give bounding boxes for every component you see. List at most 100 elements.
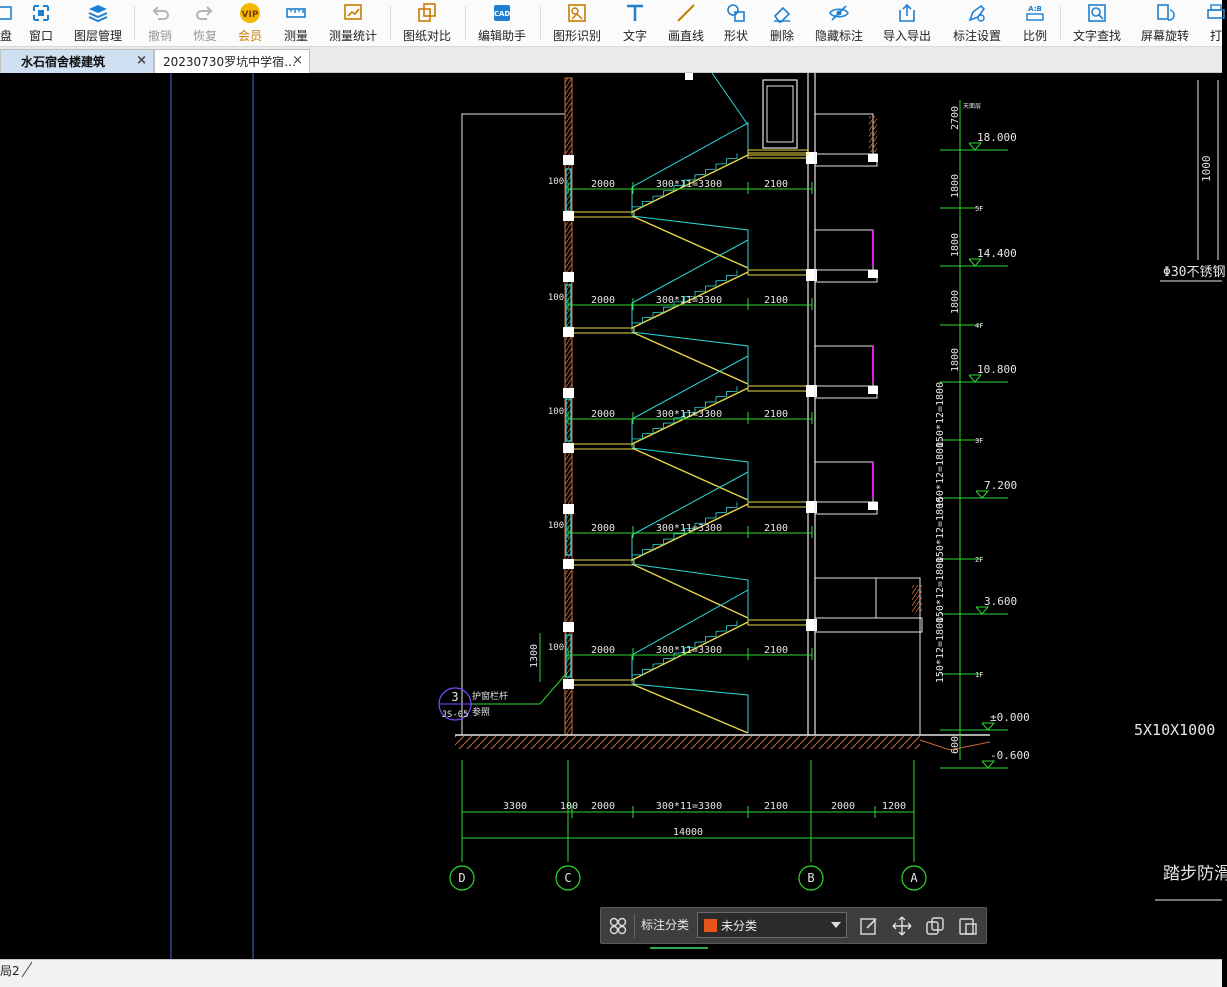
leader-line bbox=[711, 72, 749, 126]
eraser-icon bbox=[771, 2, 793, 24]
close-icon[interactable]: × bbox=[292, 53, 303, 68]
toolbar-shape-button[interactable]: 形状 bbox=[721, 0, 751, 47]
toolbar-label: 导入导出 bbox=[882, 29, 931, 43]
annotation-category-select[interactable]: 未分类 bbox=[697, 912, 847, 938]
wall-slab bbox=[563, 388, 574, 398]
dim-text: 3300 bbox=[503, 801, 527, 812]
import-export-icon bbox=[896, 2, 918, 24]
move-icon[interactable] bbox=[891, 915, 913, 937]
measure-stats-icon bbox=[342, 2, 364, 24]
level-triangle bbox=[975, 606, 990, 615]
dim-text: 300*11=3300 bbox=[656, 523, 722, 534]
axis-label: D bbox=[458, 871, 465, 885]
floor-mark: 3F bbox=[975, 437, 983, 445]
paste-icon[interactable] bbox=[957, 915, 979, 937]
toolbar-label: 文字查找 bbox=[1072, 29, 1121, 43]
stair-steps bbox=[631, 620, 738, 680]
copy-icon[interactable] bbox=[924, 915, 946, 937]
vertical-dim: 150*12=1800 bbox=[935, 617, 946, 683]
stair-steps bbox=[631, 502, 738, 560]
undo-icon bbox=[149, 2, 171, 24]
toolbar-rotate-screen-button[interactable]: 屏幕旋转 bbox=[1138, 0, 1192, 47]
dim-text: 2000 bbox=[591, 523, 615, 534]
level-triangle bbox=[975, 490, 990, 499]
callout-text: 护窗栏杆 bbox=[472, 690, 508, 702]
close-icon[interactable]: × bbox=[136, 53, 147, 68]
roof-note: 天面层 bbox=[963, 103, 981, 110]
dim-text: 100 bbox=[548, 293, 564, 303]
stair-flight bbox=[631, 563, 749, 619]
toolbar-separator bbox=[540, 6, 541, 40]
toolbar-label: 打 bbox=[1209, 29, 1222, 43]
axis-bubble bbox=[798, 865, 824, 891]
toolbar-label: 比例 bbox=[1022, 29, 1047, 43]
separator bbox=[634, 914, 635, 938]
stair-flight bbox=[631, 154, 749, 213]
toolbar-edit-assistant-button[interactable]: CAD 编辑助手 bbox=[475, 0, 529, 47]
mark bbox=[685, 73, 693, 80]
wall-window bbox=[565, 398, 572, 442]
toolbar-separator bbox=[465, 6, 466, 40]
shape-recognition-icon bbox=[566, 2, 588, 24]
handrail bbox=[631, 683, 749, 733]
vertical-dim: 600 bbox=[950, 736, 961, 754]
ground-room-slab bbox=[814, 617, 923, 633]
dim-text: 100 bbox=[548, 407, 564, 417]
edit-note-icon[interactable] bbox=[858, 915, 880, 937]
vertical-dim: 1800 bbox=[950, 290, 961, 314]
toolbar-delete-button[interactable]: 删除 bbox=[767, 0, 797, 47]
toolbar-import-export-button[interactable]: 导入导出 bbox=[880, 0, 934, 47]
stair-steps bbox=[631, 270, 738, 328]
grid-apps-icon[interactable] bbox=[607, 915, 629, 937]
wall-slab bbox=[563, 211, 574, 221]
axis-label: A bbox=[910, 871, 918, 885]
compare-icon bbox=[416, 2, 438, 24]
toolbar-label: 编辑助手 bbox=[477, 29, 526, 43]
ruler-icon bbox=[285, 2, 307, 24]
mid-landing bbox=[571, 679, 635, 686]
room-slab-end bbox=[868, 154, 878, 162]
room-window bbox=[814, 113, 874, 155]
toolbar-compare-button[interactable]: 图纸对比 bbox=[400, 0, 454, 47]
floor-landing bbox=[747, 269, 809, 276]
handrail bbox=[631, 355, 749, 420]
toolbar-measure-stats-button[interactable]: 测量统计 bbox=[326, 0, 380, 47]
building-outline bbox=[461, 113, 565, 735]
toolbar-layers-button[interactable]: 图层管理 bbox=[70, 0, 126, 47]
toolbar-shape-recognition-button[interactable]: 图形识别 bbox=[550, 0, 604, 47]
annotation-settings-icon bbox=[966, 2, 988, 24]
dim-text: 300*11=3300 bbox=[656, 409, 722, 420]
toolbar-measure-button[interactable]: 测量 bbox=[280, 0, 312, 47]
toolbar-scale-button[interactable]: A:B 比例 bbox=[1020, 0, 1050, 47]
dim-text: 300*11=3300 bbox=[656, 179, 722, 190]
toolbar-hide-annotation-button[interactable]: 隐藏标注 bbox=[812, 0, 866, 47]
toolbar-text-button[interactable]: 文字 bbox=[620, 0, 650, 47]
layout-tab[interactable]: 局2 bbox=[0, 964, 20, 978]
stair-flight bbox=[631, 621, 749, 681]
toolbar-redo-button[interactable]: 恢复 bbox=[190, 0, 220, 47]
toolbar-text-search-button[interactable]: 文字查找 bbox=[1070, 0, 1124, 47]
layers-icon bbox=[87, 2, 109, 24]
toolbar-vip-button[interactable]: VIP 会员 bbox=[235, 0, 265, 47]
toolbar-window-button[interactable]: 窗口 bbox=[27, 0, 55, 47]
roof-door bbox=[766, 85, 794, 143]
dim-text: 2100 bbox=[764, 409, 788, 420]
level-value: 10.800 bbox=[977, 363, 1017, 376]
scale-icon: A:B bbox=[1024, 2, 1046, 24]
tab-document-inactive[interactable]: 20230730罗坑中学宿… × bbox=[154, 49, 310, 73]
toolbar-print-button[interactable]: 打 bbox=[1206, 0, 1226, 47]
axis-bubble bbox=[901, 865, 927, 891]
toolbar-label: 屏幕旋转 bbox=[1140, 29, 1189, 43]
toolbar-line-button[interactable]: 画直线 bbox=[664, 0, 708, 47]
toolbar-annotation-settings-button[interactable]: 标注设置 bbox=[950, 0, 1004, 47]
mid-landing bbox=[571, 443, 635, 450]
selected-category: 未分类 bbox=[721, 918, 758, 933]
toolbar-undo-button[interactable]: 撤销 bbox=[145, 0, 175, 47]
tab-document-active[interactable]: 水石宿舍楼建筑 × bbox=[0, 49, 154, 73]
svg-text:A:B: A:B bbox=[1028, 5, 1042, 13]
toolbar-disk-button[interactable]: 盘 bbox=[0, 0, 16, 47]
toolbar-separator bbox=[1060, 6, 1061, 40]
